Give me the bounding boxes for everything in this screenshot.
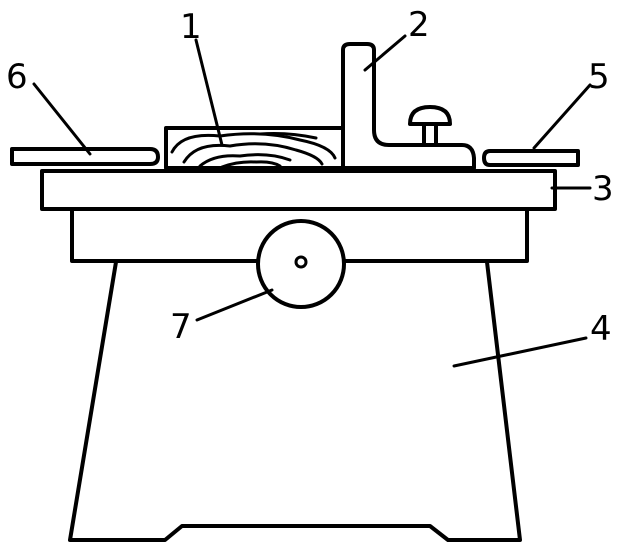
leader-lines (32, 34, 592, 368)
clamp-knob-stem (422, 121, 438, 147)
label-7: 7 (170, 307, 192, 347)
base-stand (68, 260, 522, 542)
fence-guide (341, 42, 476, 170)
label-5: 5 (588, 57, 610, 97)
label-3: 3 (592, 169, 614, 209)
label-6: 6 (6, 57, 28, 97)
label-4: 4 (590, 309, 612, 349)
label-1: 1 (180, 7, 202, 47)
clamp-knob-head (408, 105, 452, 126)
right-support (482, 149, 580, 167)
table-top (40, 169, 557, 211)
left-support (10, 147, 160, 166)
label-2: 2 (408, 5, 430, 45)
workpiece (164, 126, 348, 170)
handwheel (256, 219, 346, 309)
